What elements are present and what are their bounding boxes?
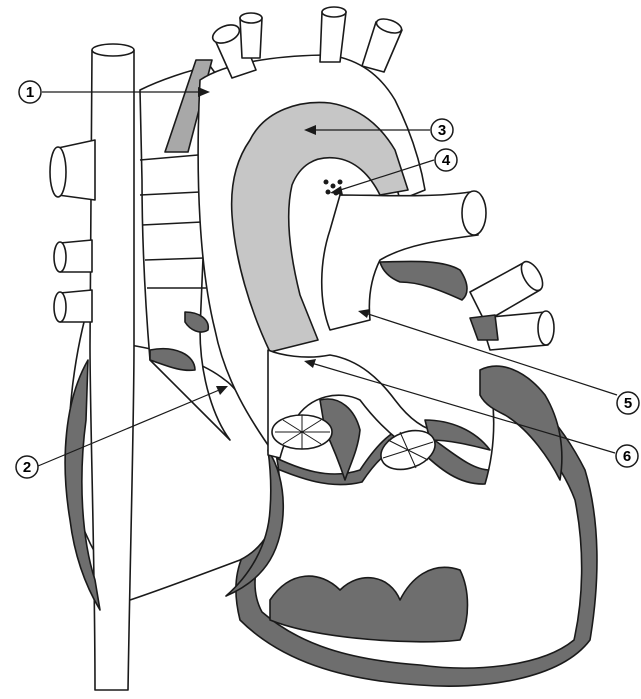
left-vein-lower-opening (54, 292, 66, 322)
label-6-text: 6 (623, 448, 631, 465)
right-vein-dark-tip (470, 315, 498, 340)
right-vein-lower-opening (538, 311, 554, 345)
label-2-text: 2 (23, 459, 31, 476)
vena-cava-top-opening (92, 44, 134, 56)
label-marker-5: 5 (617, 392, 639, 414)
right-pulmonary-artery-opening (462, 191, 486, 235)
label-4-text: 4 (442, 152, 451, 169)
aortic-branch-3-opening (322, 7, 346, 17)
label-marker-2: 2 (16, 456, 38, 478)
label-marker-3: 3 (431, 119, 453, 141)
label-marker-6: 6 (616, 445, 638, 467)
label-3-text: 3 (438, 122, 446, 139)
aortic-branch-2 (240, 18, 262, 58)
label-1-text: 1 (26, 84, 34, 101)
label-marker-1: 1 (19, 81, 41, 103)
aortic-branch-2-opening (240, 13, 262, 23)
aortic-branch-3 (320, 12, 346, 62)
left-vein-middle-opening (54, 242, 66, 272)
label-marker-4: 4 (435, 149, 457, 171)
heart-outline-group (50, 7, 597, 690)
aortic-valve (272, 415, 332, 449)
label-5-text: 5 (624, 395, 632, 412)
left-atrium-wall (380, 261, 467, 300)
left-vein-upper-opening (50, 147, 66, 197)
